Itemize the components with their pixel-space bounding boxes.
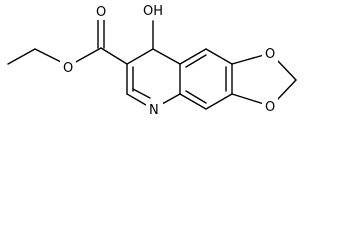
bond-c8-c8a-inner bbox=[185, 90, 207, 104]
ester-carbonyl-oxygen-label: O bbox=[96, 5, 106, 20]
bond-n1-c2-a bbox=[126, 93, 147, 106]
bond-n1-c2-b bbox=[132, 88, 151, 99]
bond-ester-oxygen-carbonyl-carbon bbox=[73, 47, 102, 64]
bond-dioxole-oxygen-top-ch2 bbox=[276, 59, 297, 81]
dioxole-oxygen-top-label-background bbox=[262, 44, 278, 62]
bond-methyl-methylene bbox=[7, 48, 36, 65]
hydroxyl-label-background bbox=[141, 0, 168, 20]
dioxole-oxygen-bottom-label-background bbox=[262, 97, 278, 115]
bond-c4a-c5 bbox=[179, 48, 207, 65]
bond-c3-c4 bbox=[126, 48, 154, 65]
ester-carbonyl-oxygen-label-background bbox=[93, 2, 109, 20]
dioxole-oxygen-bottom-label: O bbox=[265, 100, 275, 115]
bond-c4-c4a bbox=[152, 48, 181, 65]
dioxole-oxygen-top-label: O bbox=[265, 47, 275, 62]
bond-carbonyl-c3 bbox=[100, 47, 128, 65]
bond-dioxole-oxygen-bottom-ch2 bbox=[276, 79, 297, 101]
bond-c8-c8a bbox=[179, 93, 207, 110]
bond-c4a-c5-inner bbox=[185, 54, 207, 68]
bond-c6-dioxole-oxygen-top bbox=[231, 54, 265, 65]
bond-methylene-ester-oxygen bbox=[34, 48, 62, 63]
ring-nitrogen-label-background bbox=[146, 100, 163, 118]
atom-label-layer: OH O O N O O bbox=[60, 0, 278, 118]
bond-c7-c8 bbox=[205, 93, 233, 110]
bond-layer bbox=[7, 18, 297, 110]
ester-alkoxy-oxygen-label: O bbox=[63, 61, 73, 76]
molecule-structure: OH O O N O O bbox=[7, 0, 297, 118]
ring-nitrogen-label: N bbox=[149, 103, 159, 118]
bond-c8a-n1 bbox=[161, 93, 181, 105]
bond-c5-c6 bbox=[205, 48, 233, 65]
hydroxyl-label: OH bbox=[143, 4, 163, 19]
ester-alkoxy-oxygen-label-background bbox=[60, 58, 76, 76]
bond-c7-dioxole-oxygen-bottom bbox=[231, 93, 265, 105]
